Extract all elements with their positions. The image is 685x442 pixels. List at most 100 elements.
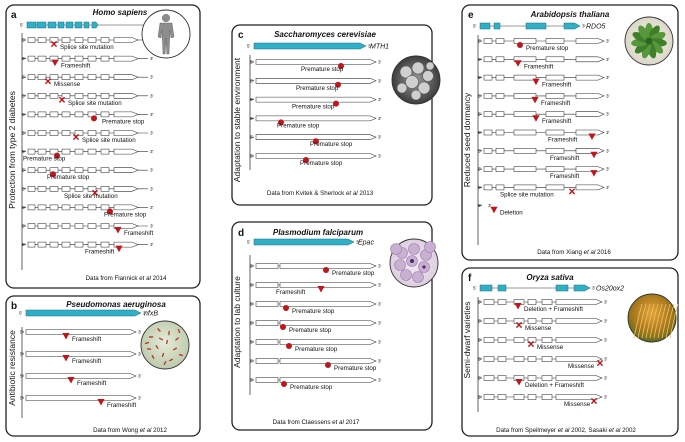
- premature-stop-marker: [281, 381, 287, 387]
- bacterium-cell: [151, 354, 155, 360]
- variant-exon: [74, 74, 84, 80]
- five-prime-label: 5': [250, 302, 254, 307]
- citation-part: et al: [139, 275, 151, 282]
- point-mutation-marker: [50, 40, 58, 48]
- variant-exon: [545, 148, 565, 154]
- five-prime-label: 5': [478, 167, 482, 172]
- five-prime-label: 5': [22, 205, 26, 210]
- variant-exon: [49, 111, 59, 118]
- variant-row: 5'3'Missense: [478, 356, 608, 370]
- variant-exon: [74, 37, 84, 43]
- mutation-label: Premature stop: [296, 85, 339, 92]
- trait-label: Adaptation to stable environment: [232, 57, 242, 182]
- variant-exon: [100, 111, 110, 118]
- five-prime-label: 5': [20, 330, 24, 335]
- panel-letter: d: [238, 228, 244, 239]
- reference-exon: [65, 21, 74, 29]
- yeast-cell: [417, 81, 431, 95]
- three-prime-label: 3': [150, 205, 154, 210]
- mutation-label: Premature stop: [277, 122, 320, 129]
- rice-panicle: [649, 303, 659, 339]
- variant-exon: [555, 299, 603, 305]
- variant-exon: [483, 74, 493, 81]
- premature-stop-marker: [313, 138, 319, 145]
- three-prime-label: 3': [378, 302, 382, 307]
- mutation-label: Premature stop: [334, 365, 377, 372]
- reference-exon: [497, 284, 507, 292]
- variant-exon: [25, 373, 137, 379]
- five-prime-label: 5': [473, 286, 477, 291]
- variant-exon: [497, 337, 507, 343]
- mutation-label: Premature stop: [292, 308, 335, 315]
- five-prime-label: 5': [250, 264, 254, 269]
- variant-exon: [255, 96, 377, 103]
- rice-panicle: [665, 303, 675, 339]
- variant-exon: [61, 74, 71, 80]
- variant-exon: [255, 134, 377, 140]
- variant-exon: [255, 153, 377, 159]
- reference-gene: 5'3': [473, 284, 596, 292]
- variant-row: 5'3'Splice site mutation: [478, 184, 610, 198]
- five-prime-label: 5': [22, 112, 26, 117]
- variant-exon: [255, 78, 377, 84]
- frameshift-marker: [531, 96, 539, 104]
- citation-part: 2017: [344, 419, 360, 426]
- variant-row: 5'3'Premature stop: [250, 96, 382, 111]
- variant-exon: [555, 356, 603, 362]
- rice-panicle: [641, 303, 651, 339]
- variant-exon: [575, 93, 605, 99]
- variant-exon: [545, 56, 565, 63]
- frameshift-marker: [590, 170, 598, 177]
- mutation-label: Frameshift: [541, 100, 571, 107]
- five-prime-label: 5': [478, 203, 482, 208]
- rice-panicle: [633, 303, 643, 339]
- bacterium-cell: [157, 328, 161, 332]
- mutation-label: Missense: [537, 344, 564, 351]
- reference-exon: [47, 21, 57, 29]
- five-prime-label: 5': [478, 395, 482, 400]
- premature-stop-marker: [335, 81, 341, 88]
- gene-name: nfxB: [144, 311, 158, 318]
- bacterium-cell: [178, 353, 184, 357]
- five-prime-label: 5': [250, 97, 254, 102]
- variant-row: 5'3'Premature stop: [250, 59, 382, 73]
- variant-row: 5'3'Splice site mutation: [22, 130, 154, 144]
- variant-exon: [279, 301, 377, 307]
- panel-letter: b: [11, 301, 17, 312]
- variant-row: 5'3'Deletion: [478, 203, 523, 217]
- variant-bracket: [249, 255, 254, 395]
- five-prime-label: 5': [478, 130, 482, 135]
- variant-exon: [513, 129, 537, 136]
- bacterium-cell: [165, 339, 169, 345]
- reference-exon: [26, 21, 37, 29]
- three-prime-label: 3': [378, 116, 382, 121]
- variant-exon: [100, 186, 110, 192]
- variant-exon: [513, 148, 537, 154]
- variant-exon: [113, 37, 139, 43]
- variant-row: 5'3'Splice site mutation: [22, 186, 154, 200]
- mutation-label: Splice site mutation: [68, 100, 122, 107]
- variant-exon: [545, 93, 565, 99]
- trait-label: Semi-dwarf varieties: [462, 302, 472, 379]
- premature-stop-marker: [333, 100, 339, 107]
- red-blood-cell: [424, 241, 436, 253]
- mutation-label: Frameshift: [550, 173, 580, 180]
- variant-exon: [37, 111, 47, 118]
- variant-exon: [100, 204, 110, 211]
- point-mutation-marker: [527, 340, 535, 348]
- variant-exon: [483, 148, 493, 154]
- variant-exon: [545, 166, 565, 172]
- mutation-label: Deletion + Frameshift: [524, 306, 583, 313]
- mutation-label: Splice site mutation: [60, 44, 114, 51]
- variant-exon: [255, 301, 279, 307]
- point-mutation-marker: [91, 189, 99, 196]
- three-prime-label: 3': [606, 39, 610, 44]
- reference-exon: [83, 21, 90, 29]
- variant-exon: [49, 204, 59, 211]
- point-mutation-marker: [515, 321, 523, 329]
- bacterium-cell: [168, 358, 174, 362]
- variant-exon: [27, 130, 36, 136]
- citation: Data from Flannick et al 2014: [86, 275, 167, 282]
